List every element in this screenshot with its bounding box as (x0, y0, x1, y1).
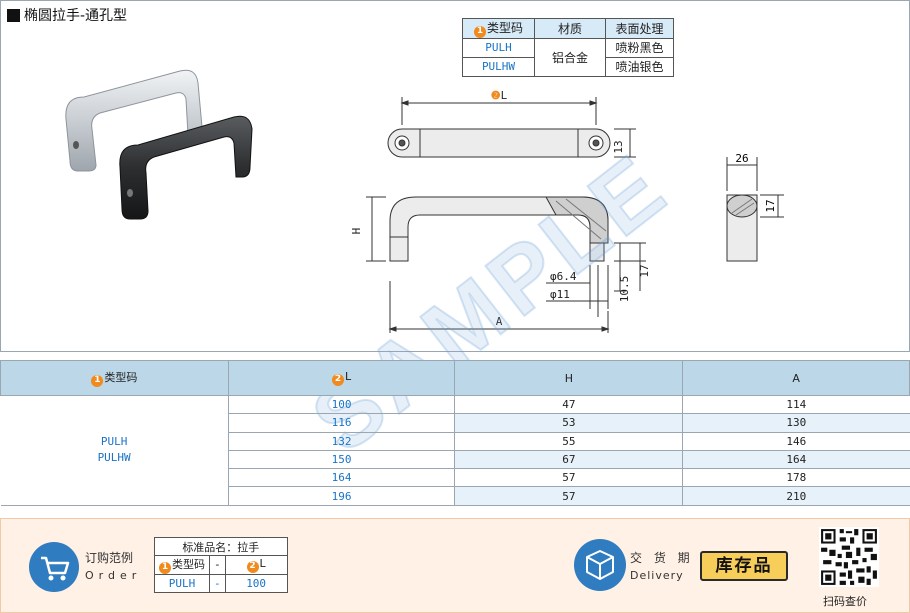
spec-A: 146 (682, 432, 910, 451)
badge-two-icon: 2 (332, 373, 345, 386)
order-std-name: 标准品名：拉手 (154, 537, 288, 556)
order-label: 订购范例 Order (85, 549, 141, 582)
dim-17-side-label: 17 (764, 199, 777, 212)
order-dash: - (209, 573, 226, 593)
spec-A: 178 (682, 468, 910, 488)
technical-drawing: ❷L 13 H A φ6.4 φ11 10.5 17 (350, 89, 651, 333)
table-row: PULH PULHW 100 47 114 (0, 395, 910, 506)
badge-one-icon: 1 (159, 561, 171, 574)
spec-H: 57 (454, 468, 683, 488)
spec-L: 164 (227, 468, 455, 488)
spec-A: 164 (682, 450, 910, 470)
spec-H: 47 (454, 395, 683, 415)
spec-header-A: A (682, 360, 910, 396)
table-row: 196 57 210 (1, 486, 910, 506)
order-dash: - (209, 555, 226, 575)
table-row: 150 67 164 (1, 450, 910, 470)
page-title: 椭圆拉手-通孔型 (7, 5, 127, 25)
silver-handle (65, 69, 203, 172)
page-title-text: 椭圆拉手-通孔型 (24, 8, 128, 24)
spec-H: 53 (454, 413, 683, 433)
spec-header-H: H (454, 360, 684, 396)
side-view-drawing: 26 17 (726, 152, 784, 262)
order-val-code: PULH (154, 573, 210, 593)
dim-L-label: ❷L (491, 89, 508, 102)
dim-H-label: H (350, 228, 363, 235)
material-value: 铝合金 (534, 37, 606, 77)
spec-A: 114 (682, 395, 910, 415)
title-square-icon (7, 8, 20, 22)
front-view (366, 196, 646, 333)
stock-badge: 库存品 (700, 551, 788, 581)
order-label-cn: 订购范例 (85, 551, 134, 565)
material-row-surface: 喷粉黑色 (605, 37, 674, 58)
spec-H: 55 (454, 432, 683, 451)
badge-one-icon: 1 (473, 25, 486, 38)
spec-L: 100 (227, 395, 455, 415)
handle-product-illustration (65, 69, 253, 220)
spec-L: 132 (227, 432, 455, 451)
cart-icon (29, 542, 79, 592)
spec-H: 57 (454, 486, 683, 506)
dim-26-label: 26 (735, 152, 748, 165)
material-header-material: 材质 (534, 18, 606, 39)
dim-17-label: 17 (638, 264, 651, 277)
box-icon (574, 539, 626, 591)
qr-label: 扫码查价 (823, 595, 867, 608)
material-row-code: PULHW (462, 56, 535, 77)
dim-13-label: 13 (612, 140, 625, 153)
spec-L: 196 (227, 486, 455, 506)
delivery-label: 交 货 期 Delivery (630, 549, 694, 582)
spec-code: PULHW (97, 451, 131, 465)
qr-code-icon[interactable] (819, 527, 879, 587)
top-view (387, 97, 636, 158)
material-row-surface: 喷油银色 (605, 56, 674, 77)
badge-two-icon: 2 (246, 560, 259, 573)
material-header-surface: 表面处理 (605, 18, 674, 39)
table-row: 116 53 130 (1, 413, 910, 433)
spec-A: 130 (682, 413, 910, 433)
order-label-en: Order (85, 569, 142, 582)
badge-one-icon: 1 (91, 374, 104, 387)
spec-L: 150 (227, 450, 455, 470)
order-val-L: 100 (224, 573, 288, 593)
dim-10-5-label: 10.5 (618, 276, 631, 303)
spec-codes-cell: PULH PULHW (0, 395, 229, 506)
spec-code: PULH (100, 435, 128, 449)
dim-phi64-label: φ6.4 (550, 270, 577, 283)
delivery-label-cn: 交 货 期 (630, 551, 694, 565)
dim-A-label: A (496, 315, 503, 328)
delivery-label-en: Delivery (630, 569, 684, 582)
table-row: 164 57 178 (1, 468, 910, 488)
black-handle (119, 115, 253, 220)
material-row-code: PULH (462, 37, 535, 58)
spec-L: 116 (227, 413, 455, 433)
spec-A: 210 (682, 486, 910, 506)
spec-H: 67 (454, 450, 683, 470)
table-row: 132 55 146 (1, 432, 910, 451)
dim-phi11-label: φ11 (550, 288, 570, 301)
